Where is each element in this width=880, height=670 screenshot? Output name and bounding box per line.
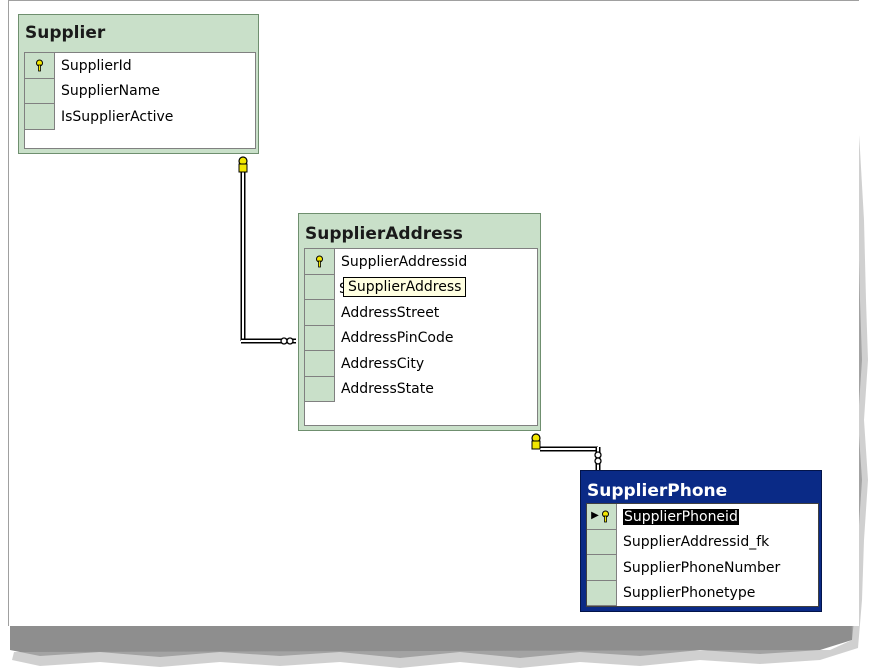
table-supplier[interactable]: Supplier SupplierId SupplierName IsSuppl…: [18, 14, 259, 154]
column-row[interactable]: S SupplierAddress: [305, 274, 537, 300]
row-selector[interactable]: [25, 104, 55, 130]
table-title: SupplierPhone: [587, 481, 728, 501]
row-selector[interactable]: [25, 53, 55, 79]
column-row[interactable]: ▶ SupplierPhoneid: [587, 504, 818, 530]
column-name: SupplierAddressid: [341, 253, 468, 270]
column-row[interactable]: AddressPinCode: [305, 325, 537, 351]
column-name: SupplierAddressid_fk: [623, 534, 770, 551]
row-selector[interactable]: [305, 274, 335, 300]
current-row-arrow-icon: ▶: [591, 510, 599, 522]
table-title: SupplierAddress: [305, 224, 463, 244]
row-selector[interactable]: [305, 351, 335, 377]
column-list: SupplierId SupplierName IsSupplierActive: [24, 52, 256, 149]
row-selector[interactable]: ▶: [587, 504, 617, 530]
column-name: SupplierPhonetype: [623, 585, 756, 602]
primary-key-icon: [601, 510, 609, 523]
column-list: ▶ SupplierPhoneid SupplierAddressid_fk S…: [586, 503, 819, 607]
row-selector[interactable]: [587, 529, 617, 555]
column-name: IsSupplierActive: [61, 108, 174, 125]
row-selector[interactable]: [25, 78, 55, 104]
primary-key-icon: [316, 255, 323, 268]
column-name: AddressCity: [341, 355, 425, 372]
column-row[interactable]: AddressStreet: [305, 300, 537, 326]
column-name: SupplierName: [61, 83, 160, 100]
row-selector[interactable]: [305, 249, 335, 275]
key-end-icon: [238, 156, 248, 173]
table-supplier-phone[interactable]: SupplierPhone ▶ SupplierPhoneid Supplier…: [580, 470, 822, 612]
column-row[interactable]: SupplierAddressid: [305, 249, 537, 275]
column-row[interactable]: SupplierId: [25, 53, 255, 79]
column-row[interactable]: AddressCity: [305, 351, 537, 377]
column-row[interactable]: AddressState: [305, 376, 537, 402]
column-row[interactable]: SupplierPhoneNumber: [587, 555, 818, 581]
column-row[interactable]: SupplierAddressid_fk: [587, 529, 818, 555]
key-end-icon: [531, 433, 541, 450]
column-row[interactable]: SupplierName: [25, 78, 255, 104]
column-name: SupplierPhoneNumber: [623, 559, 781, 576]
column-name-selected: SupplierPhoneid: [623, 508, 739, 525]
infinity-end-icon: [594, 451, 602, 465]
relationship-supplier-address[interactable]: [238, 156, 296, 345]
column-tooltip: SupplierAddress: [343, 276, 467, 297]
relationship-address-phone[interactable]: [531, 433, 602, 470]
column-name: AddressPinCode: [341, 330, 454, 347]
row-selector[interactable]: [305, 300, 335, 326]
column-name: AddressStreet: [341, 304, 440, 321]
infinity-end-icon: [280, 337, 294, 345]
column-row[interactable]: SupplierPhonetype: [587, 580, 818, 606]
row-selector[interactable]: [305, 325, 335, 351]
row-selector[interactable]: [587, 555, 617, 581]
column-list: SupplierAddressid S SupplierAddress Addr…: [304, 248, 538, 426]
row-selector[interactable]: [305, 376, 335, 402]
column-row[interactable]: IsSupplierActive: [25, 104, 255, 130]
primary-key-icon: [36, 59, 43, 72]
column-name: AddressState: [341, 381, 434, 398]
column-name: SupplierId: [61, 57, 132, 74]
table-title: Supplier: [25, 23, 106, 43]
row-selector[interactable]: [587, 580, 617, 606]
table-supplier-address[interactable]: SupplierAddress SupplierAddressid S Supp…: [298, 213, 541, 431]
